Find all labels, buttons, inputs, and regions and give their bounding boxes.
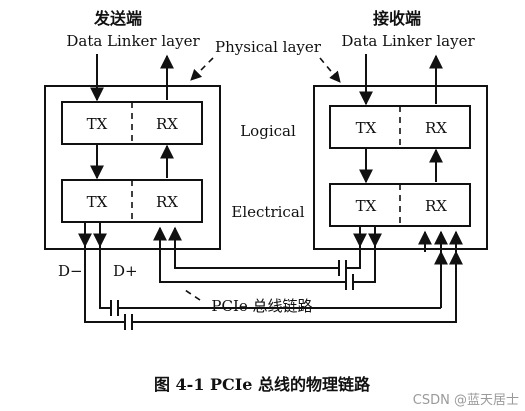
pcie-link-leader bbox=[181, 287, 201, 301]
receiver-logical-tx: TX bbox=[356, 119, 377, 137]
watermark: CSDN @蓝天居士 bbox=[413, 393, 519, 408]
pcie-link-label: PCIe 总线链路 bbox=[211, 297, 312, 315]
logical-layer-label: Logical bbox=[240, 122, 296, 140]
rx-pair-wire-1 bbox=[346, 226, 361, 269]
d-plus-label: D+ bbox=[113, 262, 138, 280]
receiver-electrical-tx: TX bbox=[356, 197, 377, 215]
sender-logical-rx: RX bbox=[156, 115, 178, 133]
rx-pair-wire-1-to-sender bbox=[168, 226, 339, 269]
figure-caption: 图 4-1 PCIe 总线的物理链路 bbox=[154, 375, 371, 394]
rx-pair-wire-2-to-sender bbox=[153, 226, 346, 283]
physical-leader-right bbox=[319, 57, 341, 83]
sender-electrical-tx: TX bbox=[87, 193, 108, 211]
receiver-electrical-rx: RX bbox=[425, 197, 447, 215]
electrical-layer-label: Electrical bbox=[231, 203, 304, 221]
sender-layer-label: Data Linker layer bbox=[66, 32, 200, 50]
receiver-physical-box bbox=[313, 85, 488, 250]
tx-pair-wire-dminus-to-rx bbox=[132, 250, 463, 323]
physical-layer-label: Physical layer bbox=[215, 38, 322, 56]
rx-pair-wire-2 bbox=[353, 226, 376, 283]
receiver-logical-rx: RX bbox=[425, 119, 447, 137]
sender-logical-tx: TX bbox=[87, 115, 108, 133]
d-minus-label: D− bbox=[58, 262, 83, 280]
sender-electrical-rx: RX bbox=[156, 193, 178, 211]
sender-title: 发送端 bbox=[93, 9, 142, 28]
physical-leader-left bbox=[190, 57, 214, 81]
receiver-title: 接收端 bbox=[373, 9, 421, 28]
receiver-layer-label: Data Linker layer bbox=[341, 32, 475, 50]
tx-pair-wire-dplus bbox=[99, 222, 111, 309]
sender-physical-box bbox=[44, 85, 221, 250]
